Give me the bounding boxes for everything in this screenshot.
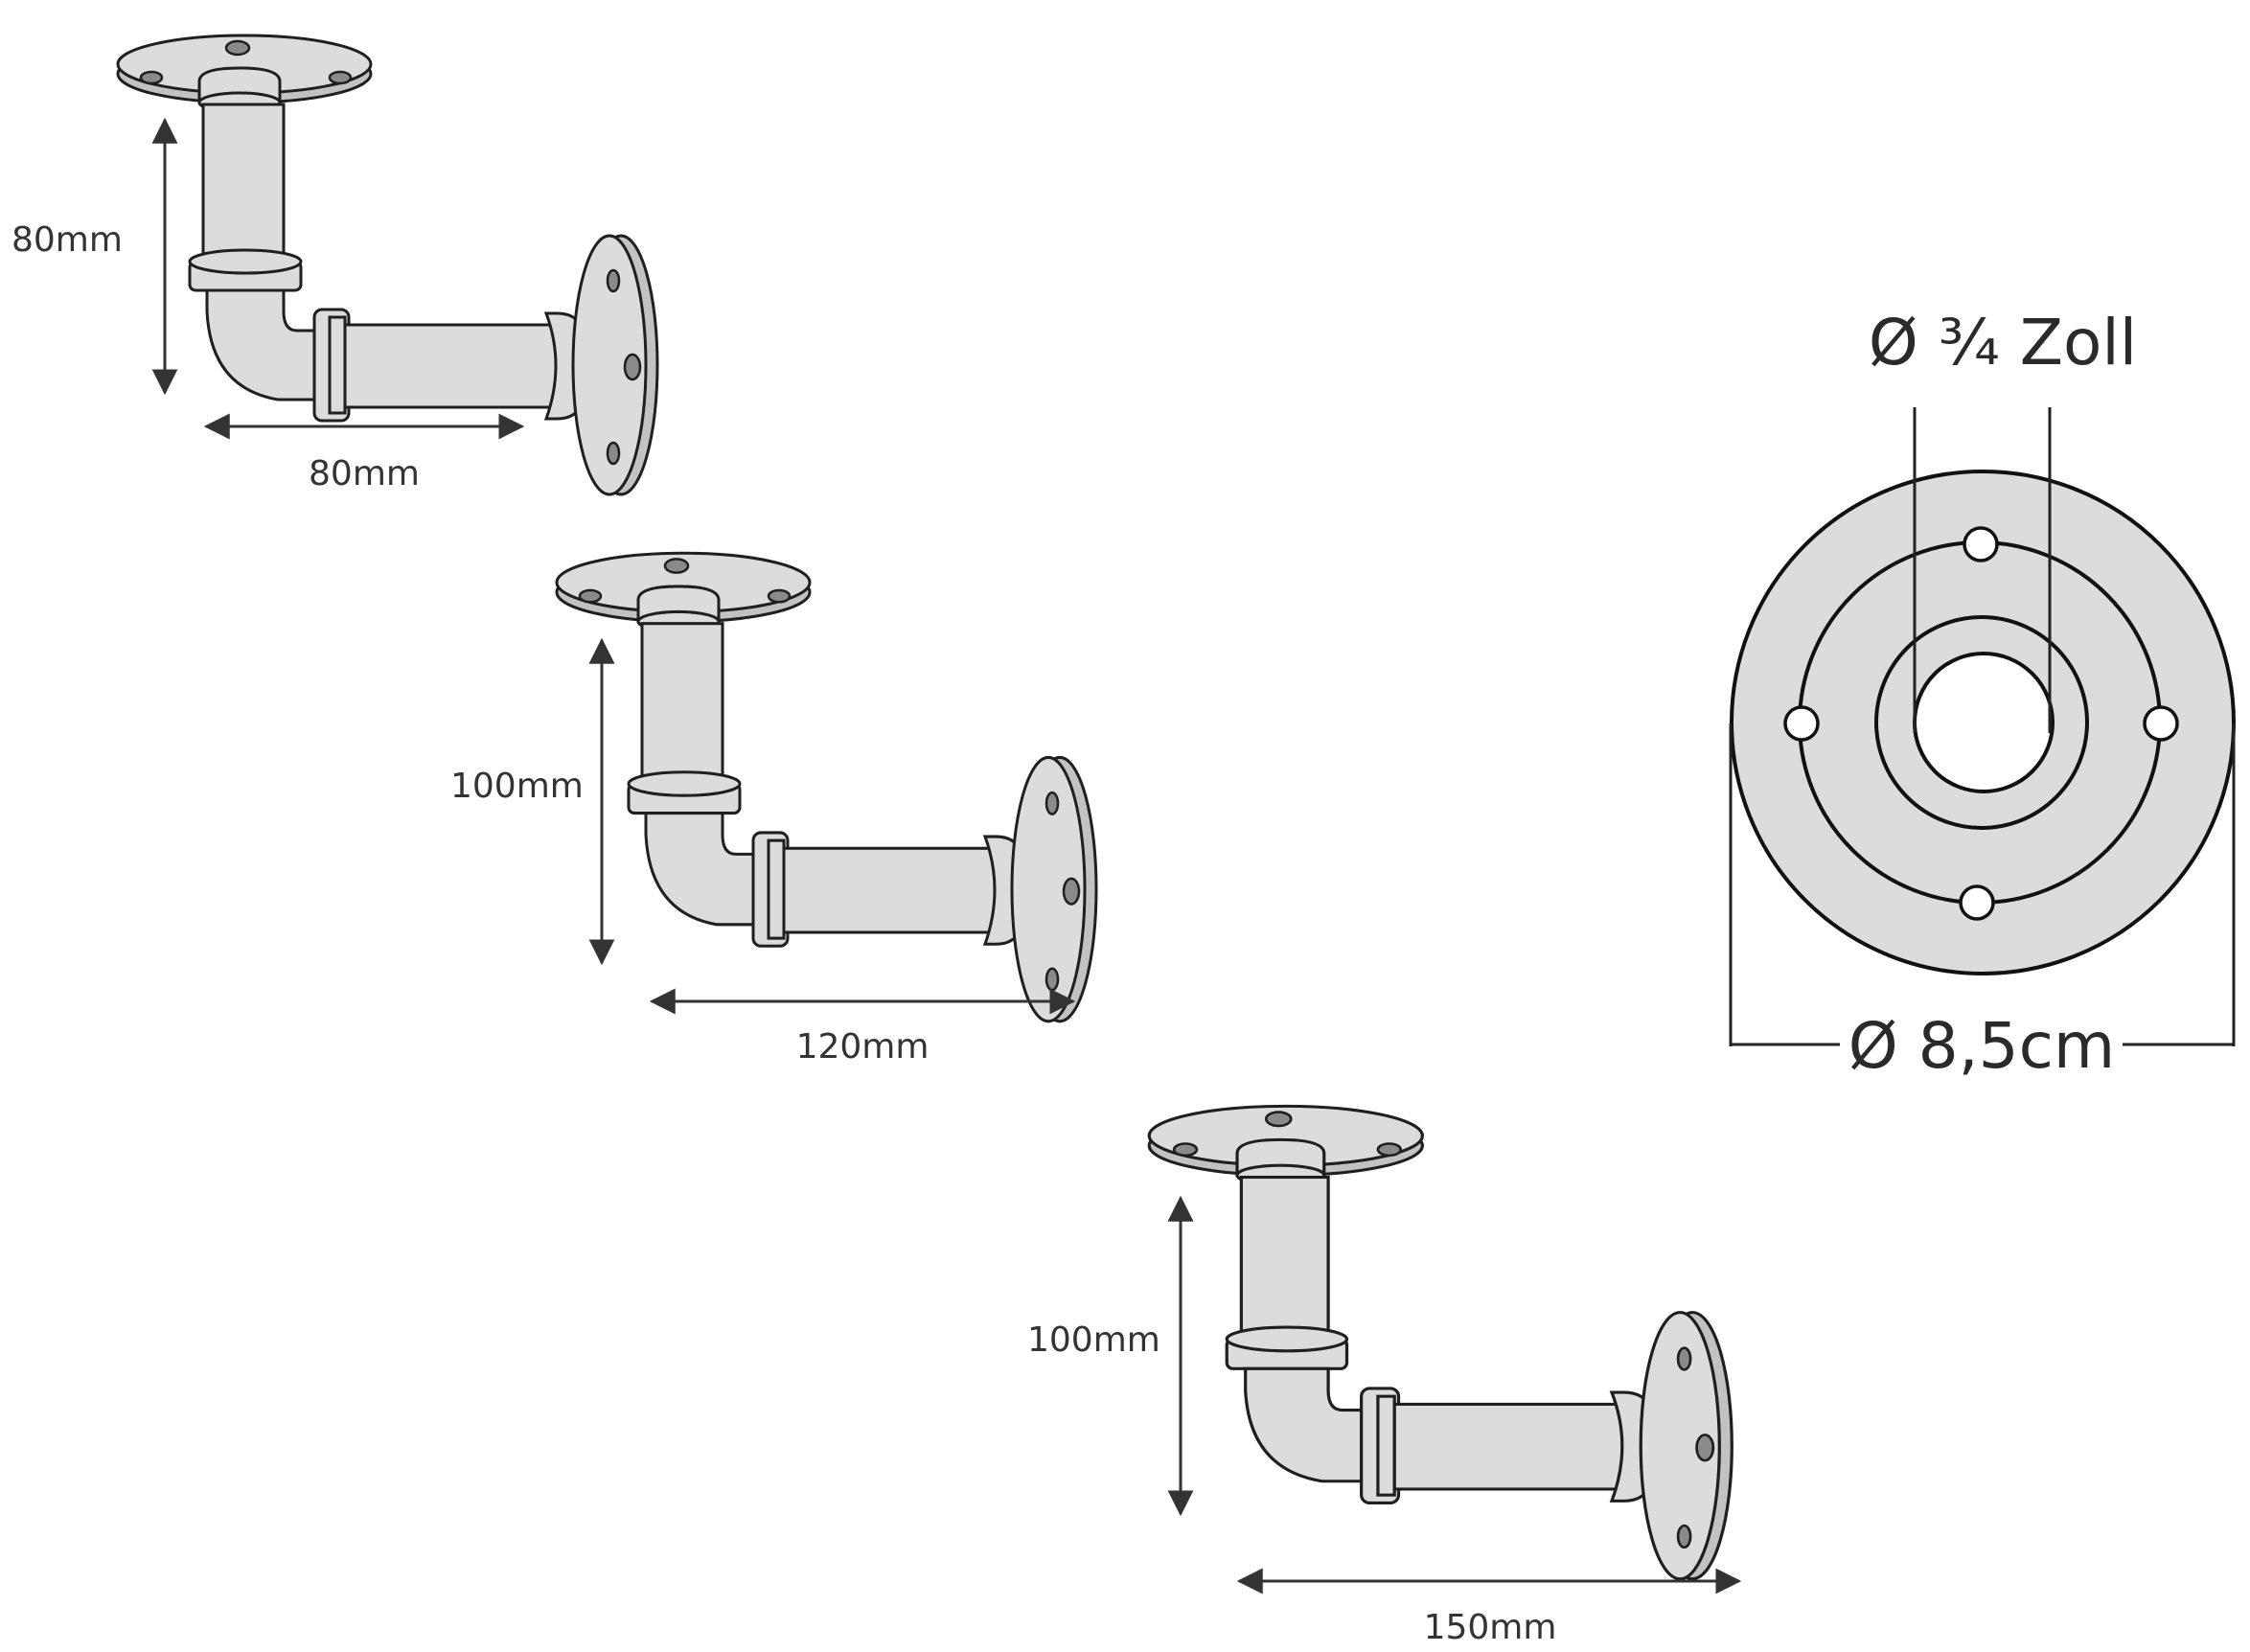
bolt-hole-left — [1783, 705, 1820, 742]
height-label-2: 100mm — [450, 767, 584, 806]
length-label-1: 80mm — [309, 454, 420, 493]
height-label-1: 80mm — [11, 220, 123, 260]
length-label-3: 150mm — [1424, 1608, 1557, 1647]
flange-top-view — [1730, 470, 2236, 975]
bolt-hole-right — [2143, 705, 2179, 742]
height-label-3: 100mm — [1027, 1320, 1160, 1360]
bolt-hole-top — [1963, 526, 1999, 562]
pipe-bracket-3 — [1147, 1104, 1733, 1581]
bolt-hole-bottom — [1959, 884, 1995, 921]
outer-diameter-label: Ø 8,5cm — [1848, 1009, 2115, 1083]
flange-bore — [1913, 652, 2055, 793]
bore-diameter-label: Ø ¾ Zoll — [1869, 306, 2137, 379]
pipe-bracket-2 — [555, 551, 1098, 1023]
length-label-2: 120mm — [796, 1027, 930, 1067]
